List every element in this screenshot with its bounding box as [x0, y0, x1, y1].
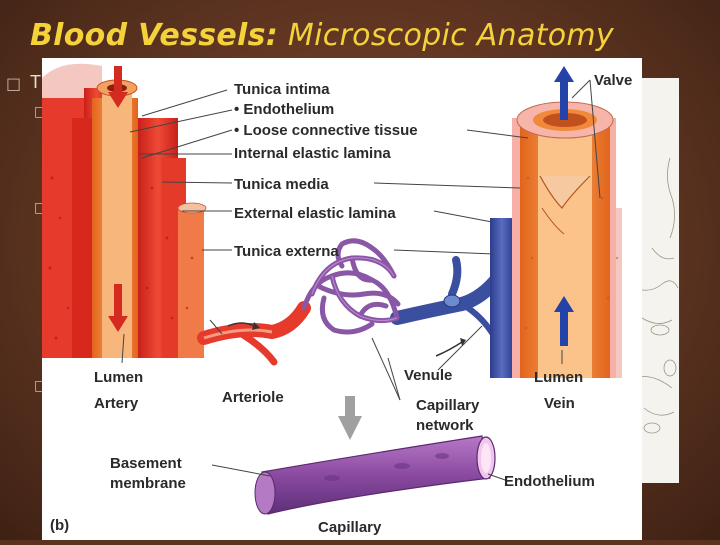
label-venule: Venule [404, 367, 452, 384]
vein-flow-arrow-bottom [560, 310, 568, 346]
micrograph-sketch [631, 157, 679, 434]
artery-flow-arrow-bottom [114, 284, 122, 318]
label-endothelium: • Endothelium [234, 101, 334, 118]
label-capillary-network-line1: Capillary [416, 397, 480, 414]
label-tunica-media: Tunica media [234, 176, 329, 193]
label-tunica-externa: Tunica externa [234, 243, 339, 260]
label-arteriole: Arteriole [222, 389, 284, 406]
artery-illustration [42, 63, 207, 358]
capillary-bed-illustration [197, 238, 505, 440]
label-capillary: Capillary [318, 519, 382, 536]
label-artery: Artery [94, 395, 139, 412]
capillary-cross-section [254, 435, 496, 515]
leader-lines [121, 79, 601, 482]
label-endothelium-capillary: Endothelium [504, 473, 595, 490]
vessel-anatomy-figure: Tunica intima • Endothelium • Loose conn… [42, 58, 642, 540]
vein-illustration [490, 66, 622, 378]
label-capillary-network-line2: network [416, 417, 474, 434]
slide-title-bold: Blood Vessels: [30, 18, 279, 53]
label-tunica-intima: Tunica intima [234, 81, 330, 98]
slide-title-italic: Microscopic Anatomy [287, 18, 614, 53]
label-part-b: (b) [50, 517, 69, 534]
label-lumen-artery: Lumen [94, 369, 143, 386]
label-vein: Vein [544, 395, 575, 412]
label-internal-elastic-lamina: Internal elastic lamina [234, 145, 391, 162]
label-loose-connective-tissue: • Loose connective tissue [234, 122, 418, 139]
bullet-text: T [30, 72, 41, 92]
bullet-box-icon: □ [6, 74, 22, 93]
artery-flow-arrow-top [114, 66, 122, 92]
vein-flow-arrow-top [560, 80, 568, 120]
slide-title: Blood Vessels: Microscopic Anatomy [30, 18, 614, 53]
label-basement-membrane-line2: membrane [110, 475, 186, 492]
vessel-diagram: Tunica intima • Endothelium • Loose conn… [42, 63, 632, 536]
label-basement-membrane-line1: Basement [110, 455, 182, 472]
label-external-elastic-lamina: External elastic lamina [234, 205, 396, 222]
zoom-arrow-icon [338, 416, 362, 440]
label-valve: Valve [594, 72, 632, 89]
label-lumen-vein: Lumen [534, 369, 583, 386]
